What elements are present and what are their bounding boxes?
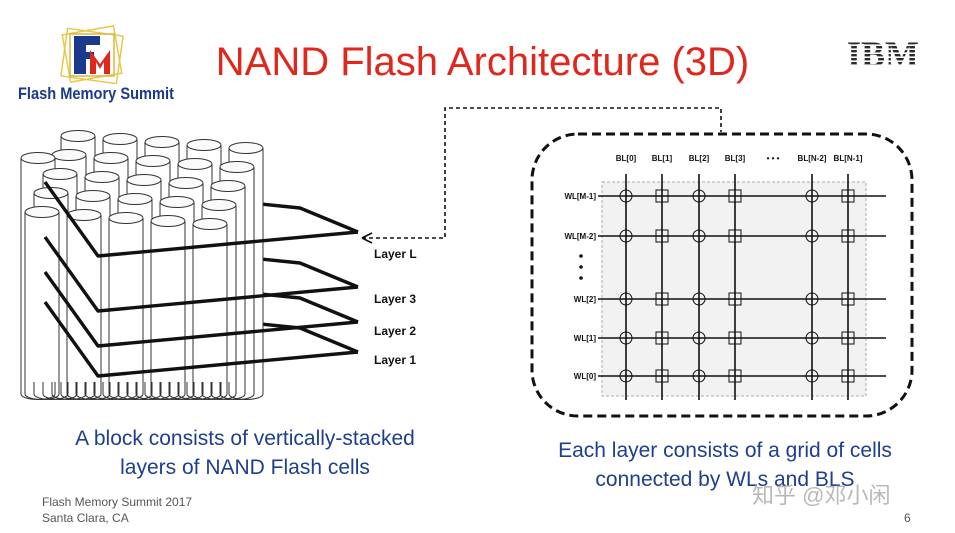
- cell-circle: [805, 229, 819, 243]
- cell-circle: [619, 331, 633, 345]
- cell-circle: [692, 229, 706, 243]
- wordline-ellipsis-dot: [579, 265, 583, 269]
- cell-circle: [692, 189, 706, 203]
- cell-circle: [805, 292, 819, 306]
- cell-square: [655, 229, 669, 243]
- bitline-label: BL[N-1]: [834, 154, 863, 163]
- cell-square: [655, 292, 669, 306]
- cell-circle: [619, 292, 633, 306]
- wordline-label: WL[0]: [574, 372, 597, 381]
- bitline-label: BL[0]: [616, 154, 637, 163]
- wordline-ellipsis-dot: [579, 276, 583, 280]
- cell-square: [655, 331, 669, 345]
- layer-label: Layer 3: [374, 292, 417, 306]
- cylinder-block-diagram: [20, 130, 359, 400]
- cell-circle: [692, 331, 706, 345]
- wordline-label: WL[M-1]: [564, 192, 596, 201]
- layer-label: Layer 2: [374, 324, 417, 338]
- cell-square: [841, 331, 855, 345]
- wordline-ellipsis-dot: [579, 254, 583, 258]
- cell-circle: [692, 292, 706, 306]
- cylinder: [24, 206, 60, 400]
- cell-square: [728, 331, 742, 345]
- cell-circle: [619, 229, 633, 243]
- wordline-label: WL[1]: [574, 334, 597, 343]
- cell-square: [728, 189, 742, 203]
- cell-square: [841, 189, 855, 203]
- footer-event: Flash Memory Summit 2017: [42, 495, 193, 509]
- cylinder: [108, 212, 144, 400]
- footer: Flash Memory Summit 2017 Santa Clara, CA: [42, 494, 192, 526]
- layer-plane-2-front: [43, 271, 359, 348]
- ibm-logo: IBM: [847, 34, 919, 72]
- layer-label: Layer 1: [374, 353, 417, 367]
- page-title: NAND Flash Architecture (3D): [215, 40, 750, 84]
- layer-connector: [361, 107, 722, 244]
- wordline-label: WL[2]: [574, 295, 597, 304]
- right-caption: Each layer consists of a grid of cells c…: [558, 439, 892, 491]
- wordline-label: WL[M-2]: [564, 232, 596, 241]
- cell-square: [728, 229, 742, 243]
- logo-text: Flash Memory Summit: [18, 84, 174, 103]
- footer-location: Santa Clara, CA: [42, 511, 129, 525]
- layer-label: Layer L: [374, 247, 417, 261]
- svg-text:IBM: IBM: [847, 34, 919, 72]
- cell-circle: [619, 369, 633, 383]
- cell-circle: [692, 369, 706, 383]
- cell-square: [655, 189, 669, 203]
- cell-square: [728, 292, 742, 306]
- cell-square: [841, 229, 855, 243]
- cell-circle: [805, 331, 819, 345]
- cell-circle: [805, 189, 819, 203]
- cell-square: [728, 369, 742, 383]
- layer-plane-1-front: [43, 301, 359, 378]
- cell-square: [655, 369, 669, 383]
- cell-circle: [619, 189, 633, 203]
- layer-plane-3-front: [43, 236, 359, 313]
- cell-circle: [805, 369, 819, 383]
- bitline-label: BL[2]: [689, 154, 710, 163]
- layer-plane-L-front: [43, 181, 359, 258]
- bitline-label: BL[N-2]: [798, 154, 827, 163]
- page-number: 6: [904, 511, 911, 525]
- watermark: 知乎 @邓小闲: [752, 483, 891, 508]
- cell-square: [841, 292, 855, 306]
- bitline-ellipsis: • • •: [767, 154, 780, 163]
- cell-grid-diagram: WL[M-1] WL[M-2] WL[2] WL[1] WL[0] BL[0] BL[1] B…: [530, 132, 914, 418]
- bitline-label: BL[3]: [725, 154, 746, 163]
- cell-square: [841, 369, 855, 383]
- bitline-label: BL[1]: [652, 154, 673, 163]
- left-caption: A block consists of vertically-stacked l…: [75, 427, 415, 479]
- flash-memory-summit-logo: [60, 24, 124, 84]
